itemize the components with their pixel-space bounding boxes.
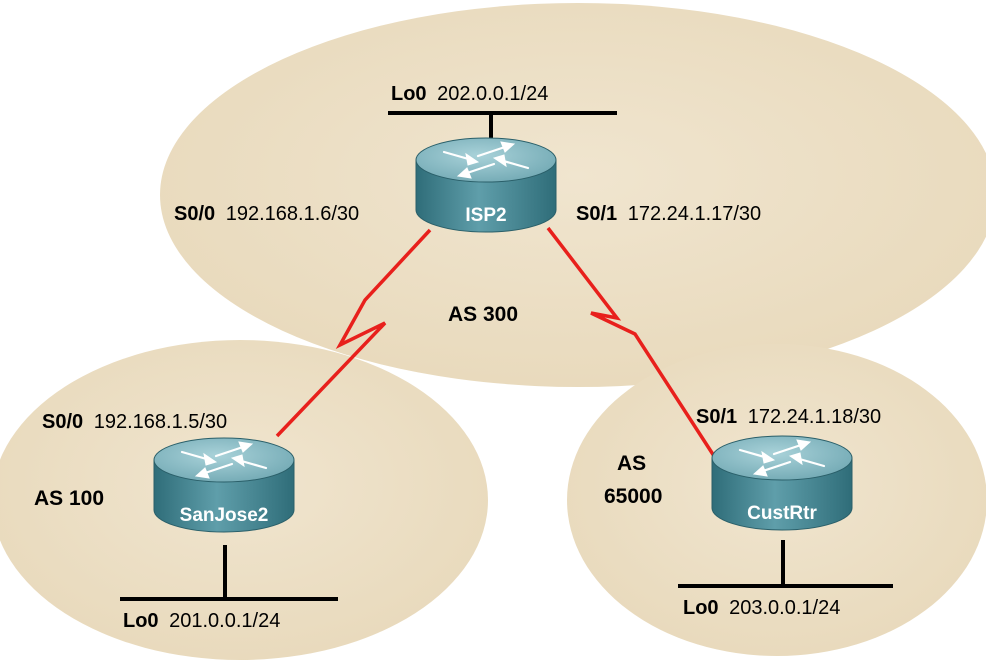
as-300-label: AS 300 (448, 303, 518, 326)
sanjose2-lo0-label: Lo0 201.0.0.1/24 (123, 610, 280, 632)
interface-name: S0/0 (42, 411, 83, 433)
ip-address: 172.24.1.18/30 (748, 406, 881, 428)
sanjose2-lo0-segment (120, 545, 338, 601)
interface-name: Lo0 (391, 83, 427, 105)
as-65000-label-line1: AS (617, 452, 646, 475)
ip-address: 192.168.1.6/30 (226, 203, 359, 225)
custrtr-lo0-segment (678, 540, 893, 588)
interface-name: S0/1 (576, 203, 617, 225)
isp2-s01-label: S0/1 172.24.1.17/30 (576, 203, 761, 225)
ip-address: 203.0.0.1/24 (729, 597, 840, 619)
ip-address: 201.0.0.1/24 (169, 610, 280, 632)
ip-address: 172.24.1.17/30 (628, 203, 761, 225)
serial-link-isp2-sanjose2 (275, 228, 432, 438)
as-300-area (160, 3, 986, 387)
ip-address: 202.0.0.1/24 (437, 83, 548, 105)
serial-link-isp2-custrtr (546, 226, 716, 457)
router-name-custrtr: CustRtr (747, 503, 817, 524)
router-name-isp2: ISP2 (465, 205, 506, 226)
router-name-sanjose2: SanJose2 (180, 505, 269, 526)
custrtr-lo0-label: Lo0 203.0.0.1/24 (683, 597, 840, 619)
interface-name: Lo0 (683, 597, 719, 619)
as-65000-label-line2: 65000 (604, 485, 662, 508)
ip-address: 192.168.1.5/30 (94, 411, 227, 433)
interface-name: Lo0 (123, 610, 159, 632)
interface-name: S0/1 (696, 406, 737, 428)
router-isp2[interactable]: ISP2 (414, 136, 558, 234)
custrtr-s01-label: S0/1 172.24.1.18/30 (696, 406, 881, 428)
as-100-label: AS 100 (34, 487, 104, 510)
router-custrtr[interactable]: CustRtr (710, 434, 854, 532)
interface-name: S0/0 (174, 203, 215, 225)
isp2-lo0-label: Lo0 202.0.0.1/24 (391, 83, 548, 105)
isp2-s00-label: S0/0 192.168.1.6/30 (174, 203, 359, 225)
sanjose2-s00-label: S0/0 192.168.1.5/30 (42, 411, 227, 433)
router-sanjose2[interactable]: SanJose2 (152, 436, 296, 534)
